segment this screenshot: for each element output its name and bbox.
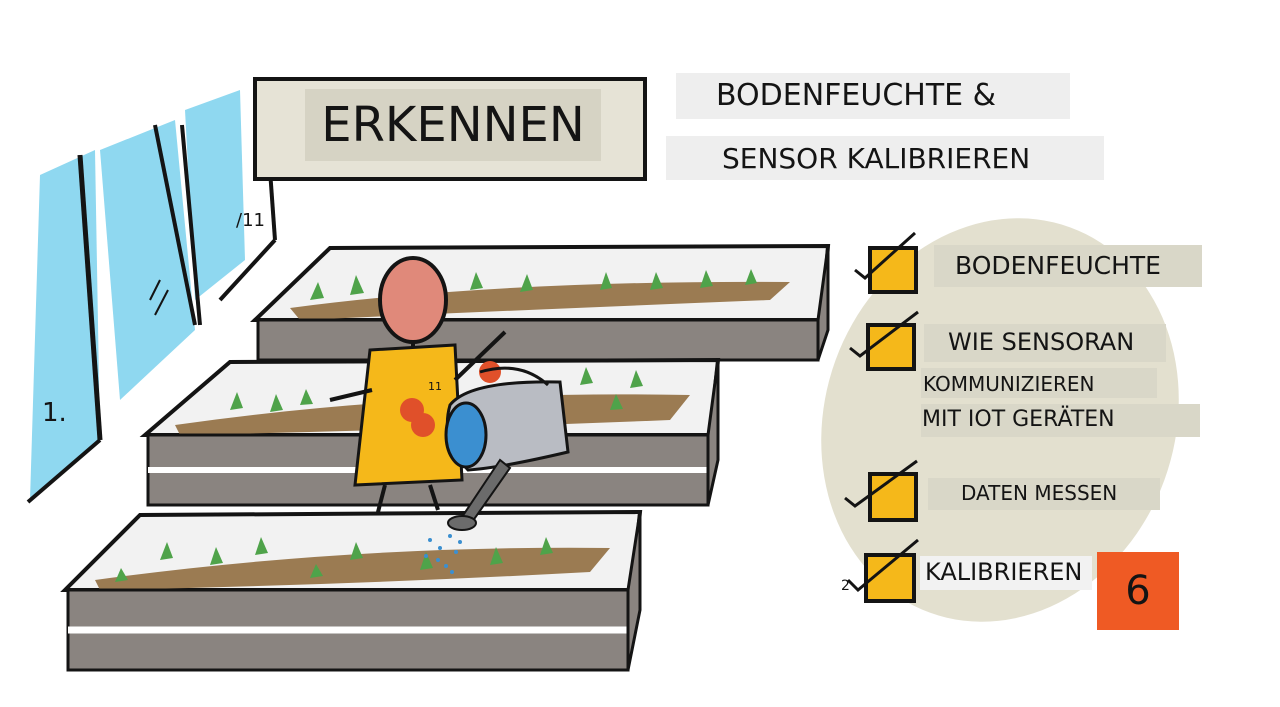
checkbox-icons xyxy=(844,231,919,603)
subtitle-line-2: SENSOR KALIBRIEREN xyxy=(722,142,1031,175)
checkbox-mark: 2 xyxy=(841,578,850,594)
raised-bed-front xyxy=(60,509,643,672)
gardener-figure xyxy=(329,256,507,513)
step-number-badge: 6 xyxy=(1097,552,1179,630)
subtitle-bg-1 xyxy=(676,73,1070,119)
checklist-item-2-line-3: MIT IOT GERÄTEN xyxy=(922,407,1115,432)
checklist-item-bg-4 xyxy=(920,556,1092,590)
water-drops xyxy=(424,534,462,574)
shirt-mark: 11 xyxy=(428,380,442,393)
checklist-item-bg-2 xyxy=(924,324,1166,362)
subtitle-line-1: BODENFEUCHTE & xyxy=(716,78,997,113)
seedlings xyxy=(115,269,757,582)
raised-bed-back xyxy=(250,243,831,362)
page-title: ERKENNEN xyxy=(305,89,601,161)
window-number: 1. xyxy=(42,398,67,428)
checklist-item-2-line-1: WIE SENSORAN xyxy=(948,328,1135,356)
watering-can xyxy=(444,366,570,531)
checklist-item-2-line-2: KOMMUNIZIEREN xyxy=(923,372,1095,396)
checklist-item-3: DATEN MESSEN xyxy=(961,481,1118,505)
checklist-item-bg-2b xyxy=(921,368,1157,398)
checklist-item-4: KALIBRIEREN xyxy=(925,558,1083,586)
subtitle-bg-2 xyxy=(666,136,1104,180)
checklist-item-bg-3 xyxy=(928,478,1160,510)
checklist-item-bg-2c xyxy=(921,404,1200,437)
checklist-item-bg-1 xyxy=(934,245,1202,287)
window-fraction: /11 xyxy=(236,210,265,231)
checklist-item-1: BODENFEUCHTE xyxy=(955,251,1161,280)
